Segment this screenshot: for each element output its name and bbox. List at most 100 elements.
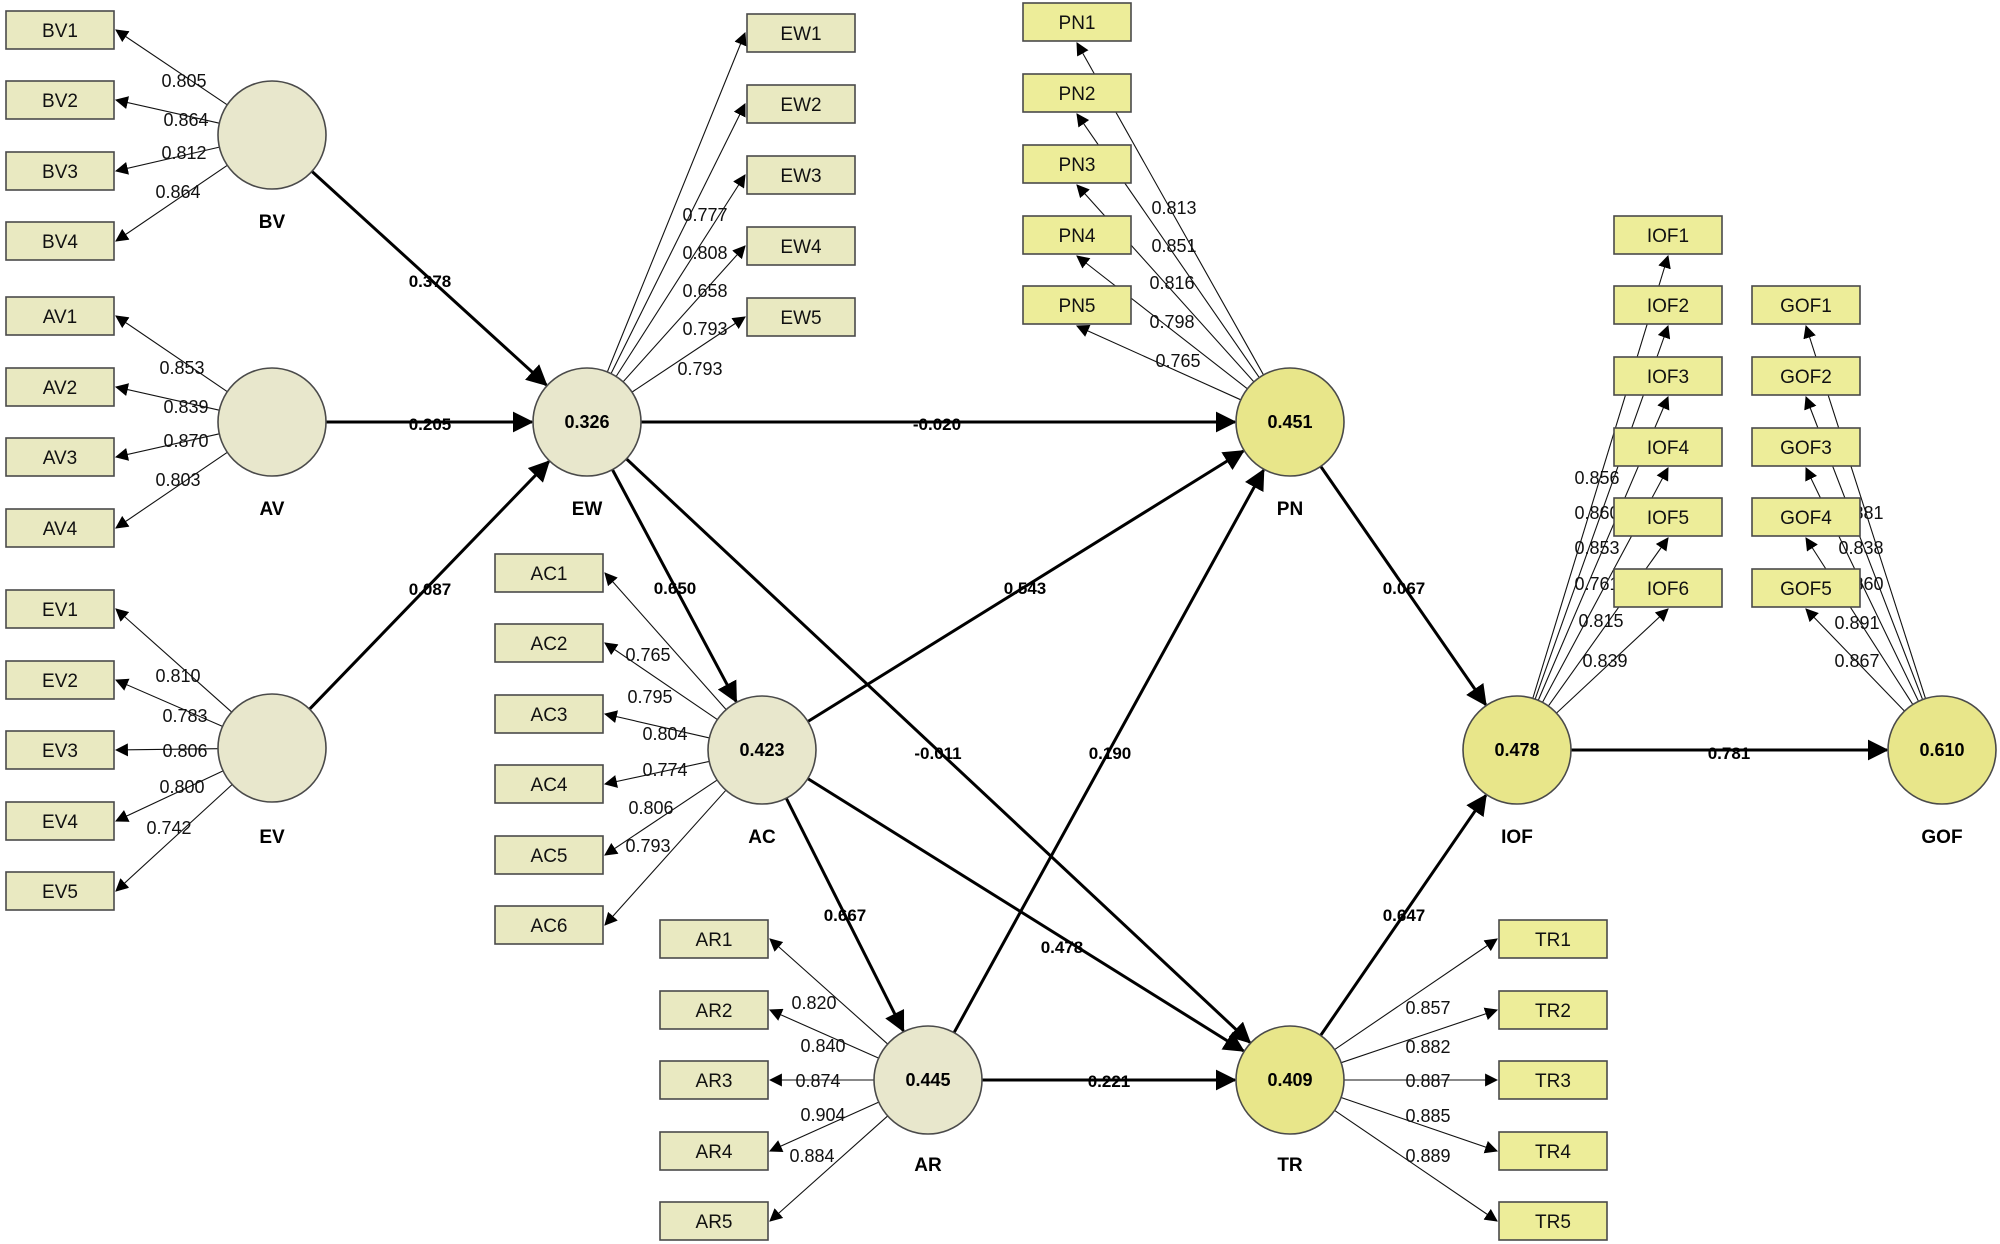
indicator-ac1[interactable]: AC1 [494, 553, 604, 593]
indicator-box[interactable] [5, 367, 115, 407]
indicator-box[interactable] [1022, 144, 1132, 184]
indicator-ew5[interactable]: EW5 [746, 297, 856, 337]
indicator-iof1[interactable]: IOF1 [1613, 215, 1723, 255]
construct-circle[interactable] [707, 695, 817, 805]
indicator-tr2[interactable]: TR2 [1498, 990, 1608, 1030]
indicator-ac5[interactable]: AC5 [494, 835, 604, 875]
indicator-iof6[interactable]: IOF6 [1613, 568, 1723, 608]
indicator-box[interactable] [1498, 1131, 1608, 1171]
indicator-gof1[interactable]: GOF1 [1751, 285, 1861, 325]
construct-circle[interactable] [217, 367, 327, 477]
indicator-ev4[interactable]: EV4 [5, 801, 115, 841]
indicator-box[interactable] [1751, 568, 1861, 608]
indicator-ev5[interactable]: EV5 [5, 871, 115, 911]
indicator-box[interactable] [5, 10, 115, 50]
indicator-bv4[interactable]: BV4 [5, 221, 115, 261]
indicator-gof4[interactable]: GOF4 [1751, 497, 1861, 537]
indicator-box[interactable] [1613, 356, 1723, 396]
indicator-box[interactable] [746, 226, 856, 266]
indicator-box[interactable] [1498, 1201, 1608, 1241]
indicator-box[interactable] [1498, 919, 1608, 959]
indicator-ew3[interactable]: EW3 [746, 155, 856, 195]
indicator-ew4[interactable]: EW4 [746, 226, 856, 266]
indicator-box[interactable] [1613, 285, 1723, 325]
indicator-box[interactable] [659, 1060, 769, 1100]
indicator-box[interactable] [746, 155, 856, 195]
indicator-box[interactable] [1022, 73, 1132, 113]
indicator-pn1[interactable]: PN1 [1022, 2, 1132, 42]
indicator-ar3[interactable]: AR3 [659, 1060, 769, 1100]
indicator-ac3[interactable]: AC3 [494, 694, 604, 734]
indicator-box[interactable] [659, 1131, 769, 1171]
indicator-box[interactable] [1751, 497, 1861, 537]
indicator-box[interactable] [5, 437, 115, 477]
indicator-pn3[interactable]: PN3 [1022, 144, 1132, 184]
indicator-ev1[interactable]: EV1 [5, 589, 115, 629]
indicator-box[interactable] [494, 905, 604, 945]
indicator-box[interactable] [1613, 215, 1723, 255]
indicator-ev3[interactable]: EV3 [5, 730, 115, 770]
indicator-box[interactable] [5, 80, 115, 120]
indicator-tr4[interactable]: TR4 [1498, 1131, 1608, 1171]
indicator-ar4[interactable]: AR4 [659, 1131, 769, 1171]
indicator-bv3[interactable]: BV3 [5, 151, 115, 191]
indicator-box[interactable] [1022, 215, 1132, 255]
indicator-box[interactable] [659, 1201, 769, 1241]
indicator-gof5[interactable]: GOF5 [1751, 568, 1861, 608]
indicator-box[interactable] [494, 694, 604, 734]
indicator-ar5[interactable]: AR5 [659, 1201, 769, 1241]
indicator-ew1[interactable]: EW1 [746, 13, 856, 53]
indicator-box[interactable] [5, 296, 115, 336]
indicator-ar1[interactable]: AR1 [659, 919, 769, 959]
indicator-pn4[interactable]: PN4 [1022, 215, 1132, 255]
construct-circle[interactable] [1887, 695, 1997, 805]
construct-circle[interactable] [1235, 1025, 1345, 1135]
indicator-gof3[interactable]: GOF3 [1751, 427, 1861, 467]
indicator-box[interactable] [494, 835, 604, 875]
indicator-box[interactable] [1613, 568, 1723, 608]
indicator-box[interactable] [1751, 285, 1861, 325]
construct-circle[interactable] [1462, 695, 1572, 805]
indicator-ev2[interactable]: EV2 [5, 660, 115, 700]
indicator-box[interactable] [5, 730, 115, 770]
indicator-iof4[interactable]: IOF4 [1613, 427, 1723, 467]
indicator-ac6[interactable]: AC6 [494, 905, 604, 945]
indicator-box[interactable] [746, 297, 856, 337]
indicator-tr3[interactable]: TR3 [1498, 1060, 1608, 1100]
indicator-box[interactable] [494, 553, 604, 593]
indicator-ac4[interactable]: AC4 [494, 764, 604, 804]
indicator-pn5[interactable]: PN5 [1022, 285, 1132, 325]
indicator-box[interactable] [746, 84, 856, 124]
indicator-box[interactable] [746, 13, 856, 53]
indicator-box[interactable] [5, 221, 115, 261]
indicator-box[interactable] [494, 623, 604, 663]
indicator-box[interactable] [1613, 427, 1723, 467]
indicator-box[interactable] [5, 151, 115, 191]
indicator-bv1[interactable]: BV1 [5, 10, 115, 50]
construct-circle[interactable] [532, 367, 642, 477]
indicator-box[interactable] [5, 801, 115, 841]
indicator-ac2[interactable]: AC2 [494, 623, 604, 663]
indicator-box[interactable] [5, 871, 115, 911]
indicator-bv2[interactable]: BV2 [5, 80, 115, 120]
indicator-box[interactable] [5, 508, 115, 548]
construct-ev[interactable]: EV [217, 693, 327, 848]
indicator-ew2[interactable]: EW2 [746, 84, 856, 124]
construct-circle[interactable] [873, 1025, 983, 1135]
indicator-box[interactable] [1498, 990, 1608, 1030]
indicator-box[interactable] [659, 919, 769, 959]
indicator-box[interactable] [1751, 427, 1861, 467]
indicator-iof3[interactable]: IOF3 [1613, 356, 1723, 396]
construct-circle[interactable] [217, 693, 327, 803]
indicator-iof2[interactable]: IOF2 [1613, 285, 1723, 325]
construct-bv[interactable]: BV [217, 80, 327, 233]
indicator-tr5[interactable]: TR5 [1498, 1201, 1608, 1241]
indicator-pn2[interactable]: PN2 [1022, 73, 1132, 113]
indicator-box[interactable] [1022, 285, 1132, 325]
indicator-box[interactable] [5, 589, 115, 629]
